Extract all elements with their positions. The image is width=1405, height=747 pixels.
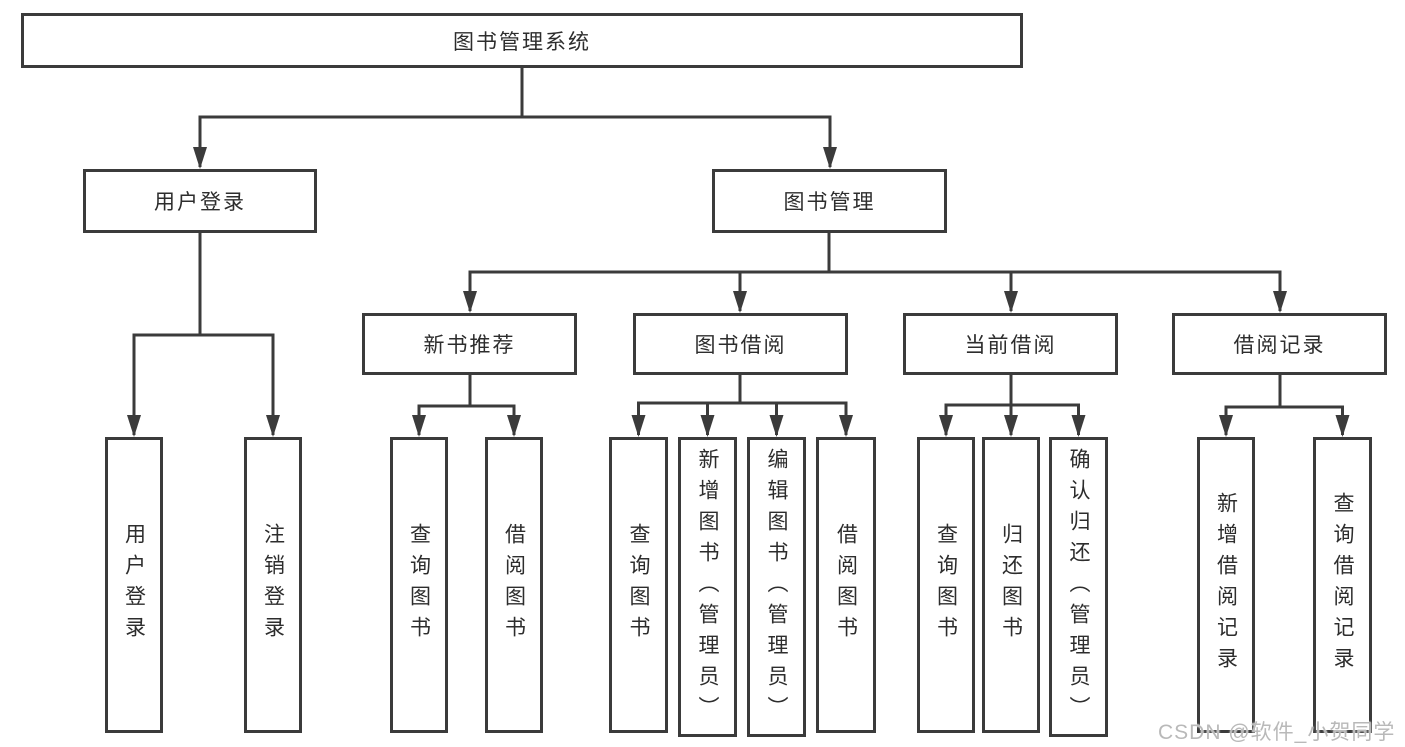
leaf-borrow-book-borrowing-label: 借阅图书 [834,523,858,647]
node-user-login: 用户登录 [83,169,317,233]
leaf-query-book-recommend: 查询图书 [390,437,448,733]
node-book-management-label: 图书管理 [783,191,876,214]
node-new-book-recommend-label: 新书推荐 [423,334,516,357]
leaf-query-borrow-record: 查询借阅记录 [1313,437,1372,733]
node-new-book-recommend: 新书推荐 [362,313,577,375]
leaf-borrow-book-borrowing: 借阅图书 [816,437,876,733]
leaf-logout-label: 注销登录 [261,523,285,647]
leaf-confirm-return-admin-label: 确认归还（管理员） [1067,447,1090,727]
node-user-login-label: 用户登录 [154,191,246,214]
node-borrowing-records: 借阅记录 [1172,313,1387,375]
node-book-borrowing-label: 图书借阅 [694,334,787,357]
leaf-user-login-label: 用户登录 [122,523,146,647]
leaf-edit-book-admin-label: 编辑图书（管理员） [765,447,788,727]
node-current-borrowing: 当前借阅 [903,313,1118,375]
leaf-logout: 注销登录 [244,437,302,733]
leaf-user-login: 用户登录 [105,437,163,733]
node-borrowing-records-label: 借阅记录 [1233,334,1326,357]
leaf-confirm-return-admin: 确认归还（管理员） [1049,437,1108,737]
leaf-query-borrow-record-label: 查询借阅记录 [1331,492,1354,678]
leaf-return-book: 归还图书 [982,437,1040,733]
leaf-return-book-label: 归还图书 [999,523,1023,647]
leaf-borrow-book-recommend-label: 借阅图书 [502,523,526,647]
node-current-borrowing-label: 当前借阅 [964,334,1057,357]
node-book-borrowing: 图书借阅 [633,313,848,375]
leaf-edit-book-admin: 编辑图书（管理员） [747,437,806,737]
leaf-add-borrow-record: 新增借阅记录 [1197,437,1255,733]
watermark-text: CSDN @软件_小贺同学 [1158,721,1396,744]
node-book-management: 图书管理 [712,169,947,233]
leaf-query-book-recommend-label: 查询图书 [407,523,431,647]
leaf-query-book-borrowing: 查询图书 [609,437,668,733]
leaf-add-borrow-record-label: 新增借阅记录 [1214,492,1238,678]
node-root-label: 图书管理系统 [453,30,591,54]
leaf-query-book-borrowing-label: 查询图书 [627,523,650,647]
node-root: 图书管理系统 [21,13,1023,68]
leaf-add-book-admin: 新增图书（管理员） [678,437,737,737]
leaf-query-book-current: 查询图书 [917,437,975,733]
leaf-add-book-admin-label: 新增图书（管理员） [696,447,719,727]
leaf-query-book-current-label: 查询图书 [934,523,958,647]
leaf-borrow-book-recommend: 借阅图书 [485,437,543,733]
